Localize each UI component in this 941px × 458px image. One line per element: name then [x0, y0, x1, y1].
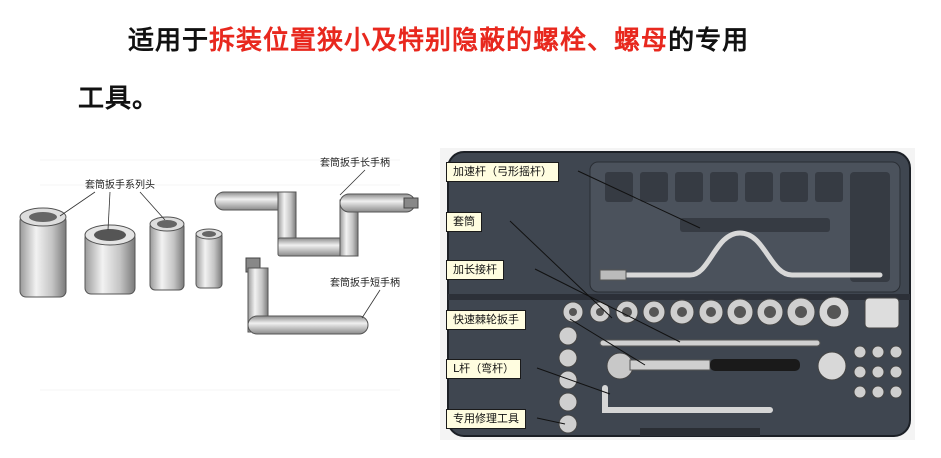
short-handle: [245, 257, 369, 335]
headline-highlight-2: 螺母: [614, 26, 669, 56]
callout-special-tool: 专用修理工具: [446, 409, 526, 429]
headline-text: 适用于拆装位置狭小及特别隐蔽的螺栓、螺母的专用 工具。: [0, 0, 941, 120]
socket-ring: [84, 224, 136, 295]
callout-ratchet-wrench: 快速棘轮扳手: [446, 310, 526, 330]
headline-suffix: 的专用: [668, 26, 750, 56]
socket-set-photo: 加速杆（弓形摇杆） 套筒 加长接杆 快速棘轮扳手 L杆（弯杆） 专用修理工具: [440, 148, 915, 440]
l-bar: [602, 385, 773, 413]
headline-line1: 适用于拆装位置狭小及特别隐蔽的螺栓、螺母的专用: [128, 20, 749, 57]
callout-l-bar: L杆（弯杆）: [446, 359, 522, 379]
callout-extension-bar: 加长接杆: [446, 260, 504, 280]
socket-large: [19, 207, 67, 298]
label-socket-heads: 套筒扳手系列头: [85, 178, 155, 191]
label-short-handle: 套筒扳手短手柄: [330, 276, 400, 289]
label-long-handle: 套筒扳手长手柄: [320, 156, 390, 169]
headline-line2: 工具。: [78, 84, 160, 114]
callout-socket: 套筒: [446, 212, 482, 232]
socket-small: [195, 228, 223, 289]
drawing-svg: 套筒扳手系列头 套筒扳手长手柄 套筒扳手短手柄: [19, 156, 419, 391]
extension-bar: [599, 339, 821, 347]
headline-highlight-1: 拆装位置狭小及特别隐蔽的螺栓: [209, 26, 588, 56]
socket-wrench-drawing: 套筒扳手系列头 套筒扳手长手柄 套筒扳手短手柄: [0, 140, 440, 440]
headline-prefix: 适用于: [128, 26, 210, 56]
socket-column-left: [558, 326, 578, 434]
socket-row-top: [562, 296, 900, 329]
speed-brace: [602, 230, 883, 278]
socket-medium: [149, 216, 185, 291]
case-svg: [447, 151, 911, 437]
callout-speed-brace: 加速杆（弓形摇杆）: [446, 162, 559, 182]
headline-separator: 、: [587, 26, 615, 56]
ratchet-wrench: [606, 352, 800, 380]
long-handle: [214, 191, 419, 257]
